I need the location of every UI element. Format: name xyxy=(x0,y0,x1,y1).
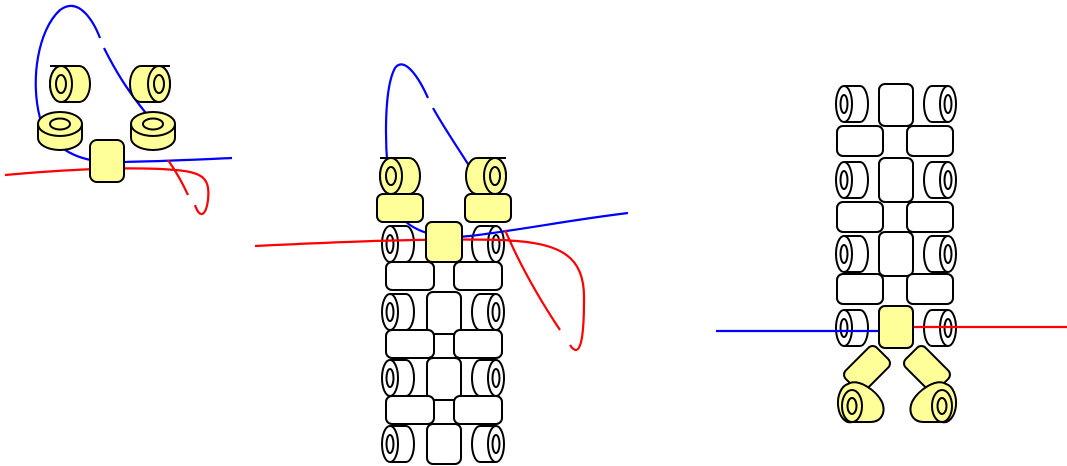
thread-red xyxy=(254,229,586,352)
ring-bead xyxy=(836,381,885,424)
ring-bead xyxy=(465,157,507,195)
step-2-group xyxy=(254,63,629,465)
step-1-group xyxy=(4,4,233,216)
ring-bead xyxy=(379,157,421,195)
bead-chain xyxy=(381,225,505,465)
flat-bead xyxy=(130,111,176,151)
ring-bead xyxy=(129,65,171,103)
ring-bead xyxy=(909,381,958,424)
center-bead xyxy=(89,139,125,183)
thread-red xyxy=(4,159,210,216)
bead-chain xyxy=(835,83,957,347)
step-3-group xyxy=(716,83,1067,424)
center-bead xyxy=(878,305,914,349)
flat-bead xyxy=(376,193,424,223)
center-bead xyxy=(425,221,463,263)
flat-bead xyxy=(464,193,512,223)
flat-bead xyxy=(37,111,83,151)
ring-bead xyxy=(49,65,91,103)
